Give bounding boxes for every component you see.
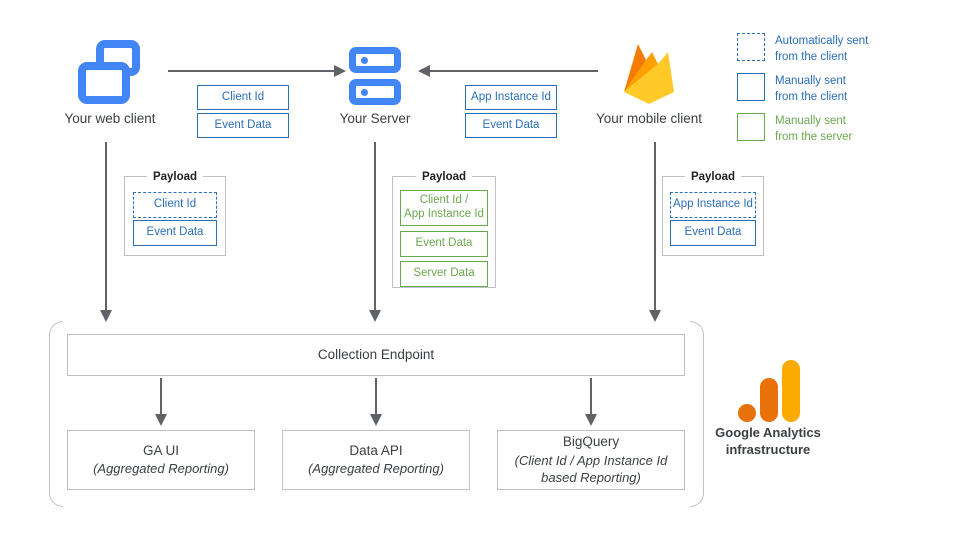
destination-box-bigquery: BigQuery (Client Id / App Instance Id ba… <box>497 430 685 490</box>
arrow-endpoint-to-bigquery-head <box>584 414 597 426</box>
payload-web-chip-client-id: Client Id <box>133 192 217 218</box>
legend-text-manual-client: Manually sent from the client <box>775 75 848 103</box>
destination-data-api-subtitle: (Aggregated Reporting) <box>308 461 444 477</box>
arrow-endpoint-to-data-api-line <box>375 378 377 414</box>
destination-data-api-title: Data API <box>349 443 403 459</box>
legend-swatch-automatic-client <box>737 33 765 61</box>
infrastructure-bracket-left <box>49 321 63 507</box>
arrow-mobile-to-server-line <box>430 70 598 72</box>
google-analytics-infrastructure-caption: Google Analytics infrastructure <box>715 425 821 457</box>
destination-box-data-api: Data API (Aggregated Reporting) <box>282 430 470 490</box>
payload-server-chip-server-data: Server Data <box>400 261 488 287</box>
web-client-label: Your web client <box>64 111 156 126</box>
google-analytics-logo-icon <box>738 360 800 422</box>
legend-swatch-manual-server <box>737 113 765 141</box>
legend-swatch-manual-client <box>737 73 765 101</box>
payload-mobile-chip-app-instance-id: App Instance Id <box>670 192 756 218</box>
arrow-endpoint-to-ga-ui-head <box>154 414 167 426</box>
payload-server-legend: Payload <box>415 171 473 183</box>
payload-mobile-legend: Payload <box>684 171 742 183</box>
firebase-flame-icon <box>618 38 680 106</box>
web-client-icon <box>78 40 140 104</box>
arrow-server-down-head <box>368 310 381 322</box>
payload-mobile-chip-event-data: Event Data <box>670 220 756 246</box>
collection-endpoint-box: Collection Endpoint <box>67 334 685 376</box>
arrow-endpoint-to-bigquery-line <box>590 378 592 414</box>
payload-web-chip-event-data: Event Data <box>133 220 217 246</box>
arrow-web-down-line <box>105 142 107 310</box>
server-icon <box>349 47 401 105</box>
payload-server-chip-event-data: Event Data <box>400 231 488 257</box>
destination-box-ga-ui: GA UI (Aggregated Reporting) <box>67 430 255 490</box>
mobile-client-label: Your mobile client <box>595 111 703 126</box>
arrow-server-down-line <box>374 142 376 310</box>
server-label: Your Server <box>339 111 411 126</box>
destination-bigquery-title: BigQuery <box>562 434 620 450</box>
transit-chip-event-data-mobile: Event Data <box>465 113 557 138</box>
transit-chip-event-data: Event Data <box>197 113 289 138</box>
payload-server-chip-ids: Client Id / App Instance Id <box>400 190 488 226</box>
infrastructure-bracket-right <box>690 321 704 507</box>
transit-chip-app-instance-id: App Instance Id <box>465 85 557 110</box>
transit-chip-client-id: Client Id <box>197 85 289 110</box>
destination-ga-ui-subtitle: (Aggregated Reporting) <box>93 461 229 477</box>
legend-text-manual-server: Manually sent from the server <box>775 115 853 143</box>
arrow-endpoint-to-data-api-head <box>369 414 382 426</box>
collection-endpoint-label: Collection Endpoint <box>317 346 435 362</box>
arrow-mobile-to-server-head <box>418 64 430 77</box>
destination-bigquery-subtitle: (Client Id / App Instance Id based Repor… <box>514 452 668 486</box>
arrow-web-down-head <box>99 310 112 322</box>
arrow-mobile-down-line <box>654 142 656 310</box>
legend-text-automatic-client: Automatically sent from the client <box>775 35 869 63</box>
arrow-web-to-server-head <box>334 64 346 77</box>
destination-ga-ui-title: GA UI <box>142 443 179 459</box>
arrow-endpoint-to-ga-ui-line <box>160 378 162 414</box>
payload-web-legend: Payload <box>146 171 204 183</box>
arrow-mobile-down-head <box>648 310 661 322</box>
arrow-web-to-server-line <box>168 70 334 72</box>
